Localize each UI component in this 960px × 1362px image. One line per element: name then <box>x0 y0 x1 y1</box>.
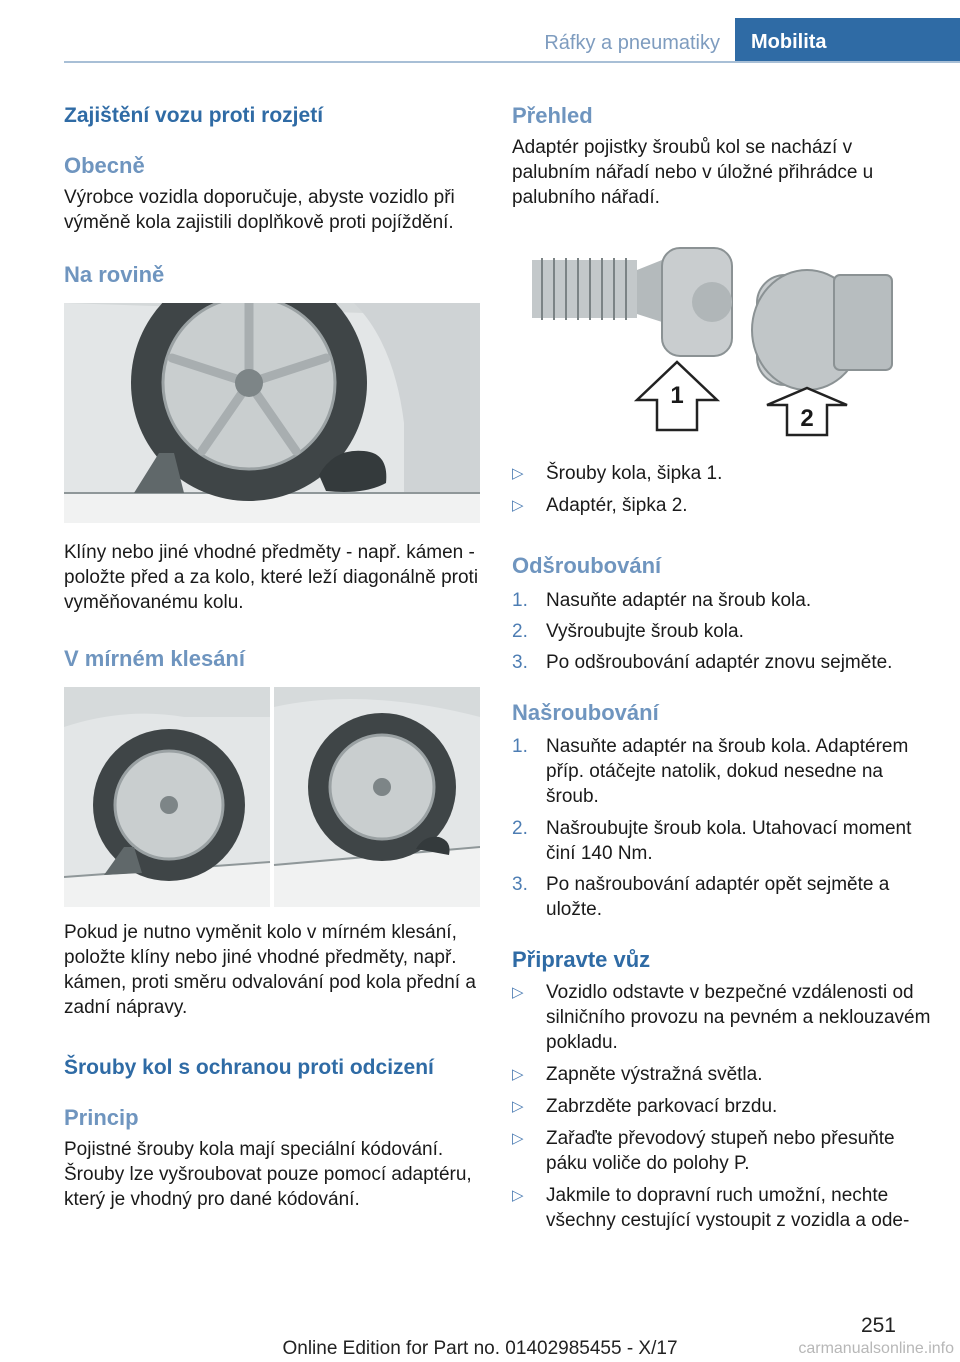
paragraph-general: Výrobce vozidla doporučuje, abyste vozid… <box>64 187 455 233</box>
section-title-wheel-chocking: Zajištění vozu proti rozjetí <box>64 104 324 127</box>
wheels-slope-illustration <box>64 687 480 907</box>
watermark: carmanualsonline.info <box>798 1340 954 1357</box>
list-item-prepare-3: ▷ Zabrzděte parkovací brzdu. <box>512 1096 778 1117</box>
list-item-prepare-1: ▷ Vozidlo odstavte v bezpečné vzdálenost… <box>512 982 931 1053</box>
list-item-prepare-2: ▷ Zapněte výstražná světla. <box>512 1064 763 1085</box>
subheading-overview: Přehled <box>512 103 593 128</box>
paragraph-flat-ground: Klíny nebo jiné vhodné předměty - např. … <box>64 542 479 613</box>
page-number: 251 <box>860 1314 896 1337</box>
triangle-right-icon: ▷ <box>512 1098 524 1115</box>
triangle-right-icon: ▷ <box>512 1066 524 1083</box>
paragraph-principle: Pojistné šrouby kola mají speciální kódo… <box>64 1139 472 1210</box>
list-item-screw-3: 3. Po našroubování adaptér opět sejměte … <box>512 874 890 920</box>
list-item-overview-1: ▷ Šrouby kola, šipka 1. <box>512 463 723 484</box>
list-item-prepare-5: ▷ Jakmile to dopravní ruch umožní, necht… <box>512 1185 910 1231</box>
figure-wheels-slope <box>64 687 480 907</box>
subheading-flat-ground: Na rovině <box>64 262 165 287</box>
list-item-unscrew-3: 3. Po odšroubování adaptér znovu sejměte… <box>512 652 893 673</box>
triangle-right-icon: ▷ <box>512 465 524 482</box>
figure-wheel-flat-ground <box>64 303 480 523</box>
header-chapter-tab: Mobilita <box>735 18 960 63</box>
footer-edition: Online Edition for Part no. 01402985455 … <box>282 1338 678 1359</box>
header-section-title: Ráfky a pneumatiky <box>544 32 720 54</box>
section-title-anti-theft-bolts: Šrouby kol s ochranou proti odcizení <box>64 1056 434 1079</box>
list-item-unscrew-1: 1. Nasuňte adaptér na šroub kola. <box>512 590 812 611</box>
bolt-adapter-illustration <box>532 247 893 437</box>
subheading-prepare-vehicle: Připravte vůz <box>512 947 651 972</box>
list-item-unscrew-2: 2. Vyšroubujte šroub kola. <box>512 621 744 642</box>
header-divider <box>64 61 960 63</box>
subheading-principle: Princip <box>64 1105 139 1130</box>
list-item-prepare-4: ▷ Zařaďte převodový stupeň nebo přesuňte… <box>512 1128 895 1174</box>
paragraph-overview: Adaptér pojistky šroubů kol se nachází v… <box>512 137 874 208</box>
triangle-right-icon: ▷ <box>512 497 524 514</box>
list-item-screw-2: 2. Našroubujte šroub kola. Utahovací mom… <box>512 818 912 864</box>
subheading-screwing: Našroubování <box>512 700 659 725</box>
wheel-flat-illustration <box>64 303 480 523</box>
triangle-right-icon: ▷ <box>512 1130 524 1147</box>
triangle-right-icon: ▷ <box>512 984 524 1001</box>
figure-label-2: 2 <box>800 405 814 432</box>
subheading-general: Obecně <box>64 153 145 178</box>
figure-label-1: 1 <box>670 382 684 409</box>
subheading-unscrewing: Odšroubování <box>512 553 662 578</box>
paragraph-slight-slope: Pokud je nutno vyměnit kolo v mírném kle… <box>64 922 476 1018</box>
list-item-screw-1: 1. Nasuňte adaptér na šroub kola. Adapté… <box>512 736 909 807</box>
subheading-slight-slope: V mírném klesání <box>64 646 245 671</box>
figure-bolt-adapter: 1 2 <box>512 230 932 445</box>
triangle-right-icon: ▷ <box>512 1187 524 1204</box>
list-item-overview-2: ▷ Adaptér, šipka 2. <box>512 495 688 516</box>
